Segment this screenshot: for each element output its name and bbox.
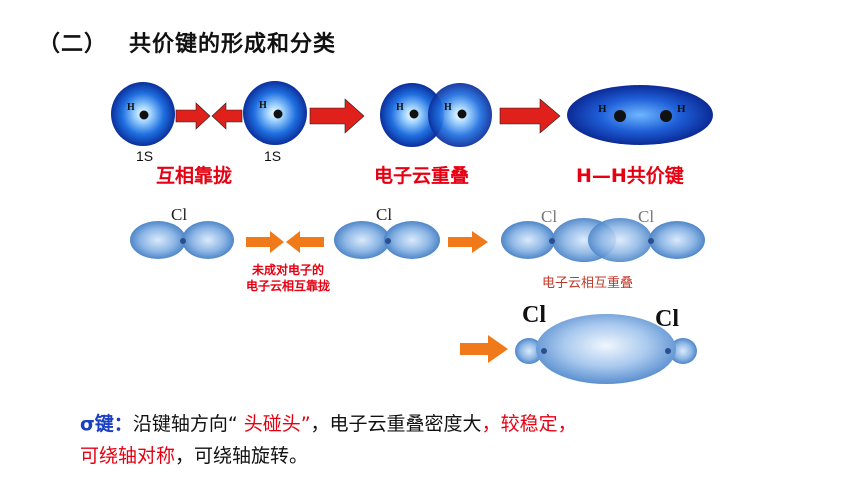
cl-symbol: Cl [655, 306, 679, 332]
h-symbol: H [127, 102, 135, 113]
sigma-bond-summary: σ键：沿键轴方向“ 头碰头”，电子云重叠密度大，较稳定， 可绕轴对称，可绕轴旋转… [80, 408, 577, 472]
cl-symbol: Cl [541, 207, 558, 226]
step-approach-label: 互相靠拢 [156, 165, 233, 187]
sigma-term: σ键： [80, 413, 133, 435]
cl-symbol: Cl [638, 207, 655, 226]
arrow-right-icon [309, 98, 365, 134]
cl-symbol: Cl [522, 302, 546, 328]
arrow-right-icon [499, 98, 561, 134]
summary-line-1: σ键：沿键轴方向“ 头碰头”，电子云重叠密度大，较稳定， [80, 408, 577, 440]
h-symbol: H [396, 102, 404, 113]
section-number: （二） [38, 32, 108, 57]
h-overlap: H H [380, 83, 492, 147]
cl-approach-line1: 未成对电子的 [251, 263, 324, 277]
orbital-label: 1S [264, 148, 282, 164]
cl-approach-line2: 电子云相互靠拢 [245, 279, 330, 293]
cl-orbital-left [130, 221, 234, 259]
stable-term: ，较稳定， [481, 413, 577, 435]
h-atom-right: H [243, 81, 307, 145]
orbital-label: 1S [136, 148, 154, 164]
h-atom-left: H [111, 82, 175, 146]
h-symbol: H [444, 102, 452, 113]
arrow-right-icon [246, 231, 284, 253]
summary-text: 沿键轴方向“ [132, 413, 238, 435]
cl-overlap [501, 218, 705, 262]
h-symbol: H [598, 103, 607, 115]
section-title: （二） 共价键的形成和分类 [38, 26, 336, 58]
arrow-right-icon [448, 231, 488, 253]
cl2-molecule [515, 314, 697, 384]
arrow-right-icon [175, 102, 211, 130]
cl-symbol: Cl [376, 205, 393, 224]
symmetric-term: 可绕轴对称 [80, 445, 176, 467]
cl-symbol: Cl [171, 205, 188, 224]
arrow-left-icon [286, 231, 324, 253]
section-title-text: 共价键的形成和分类 [129, 32, 337, 57]
cl-approach-label: 未成对电子的 电子云相互靠拢 [226, 262, 350, 294]
arrow-right-icon [460, 335, 508, 363]
h-symbol: H [677, 103, 686, 115]
step-bond-label: H—H共价键 [576, 165, 684, 187]
head-to-head-term: 头碰头” [237, 413, 311, 435]
summary-line-2: 可绕轴对称，可绕轴旋转。 [80, 440, 577, 472]
cl-overlap-label: 电子云相互重叠 [542, 276, 634, 291]
h-symbol: H [259, 100, 267, 111]
summary-text: ，电子云重叠密度大 [310, 413, 482, 435]
step-overlap-label: 电子云重叠 [374, 165, 470, 187]
summary-text: ，可绕轴旋转。 [175, 445, 309, 467]
h2-molecule: H H [567, 85, 713, 145]
arrow-left-icon [211, 102, 243, 130]
cl-orbital-right [334, 221, 440, 259]
